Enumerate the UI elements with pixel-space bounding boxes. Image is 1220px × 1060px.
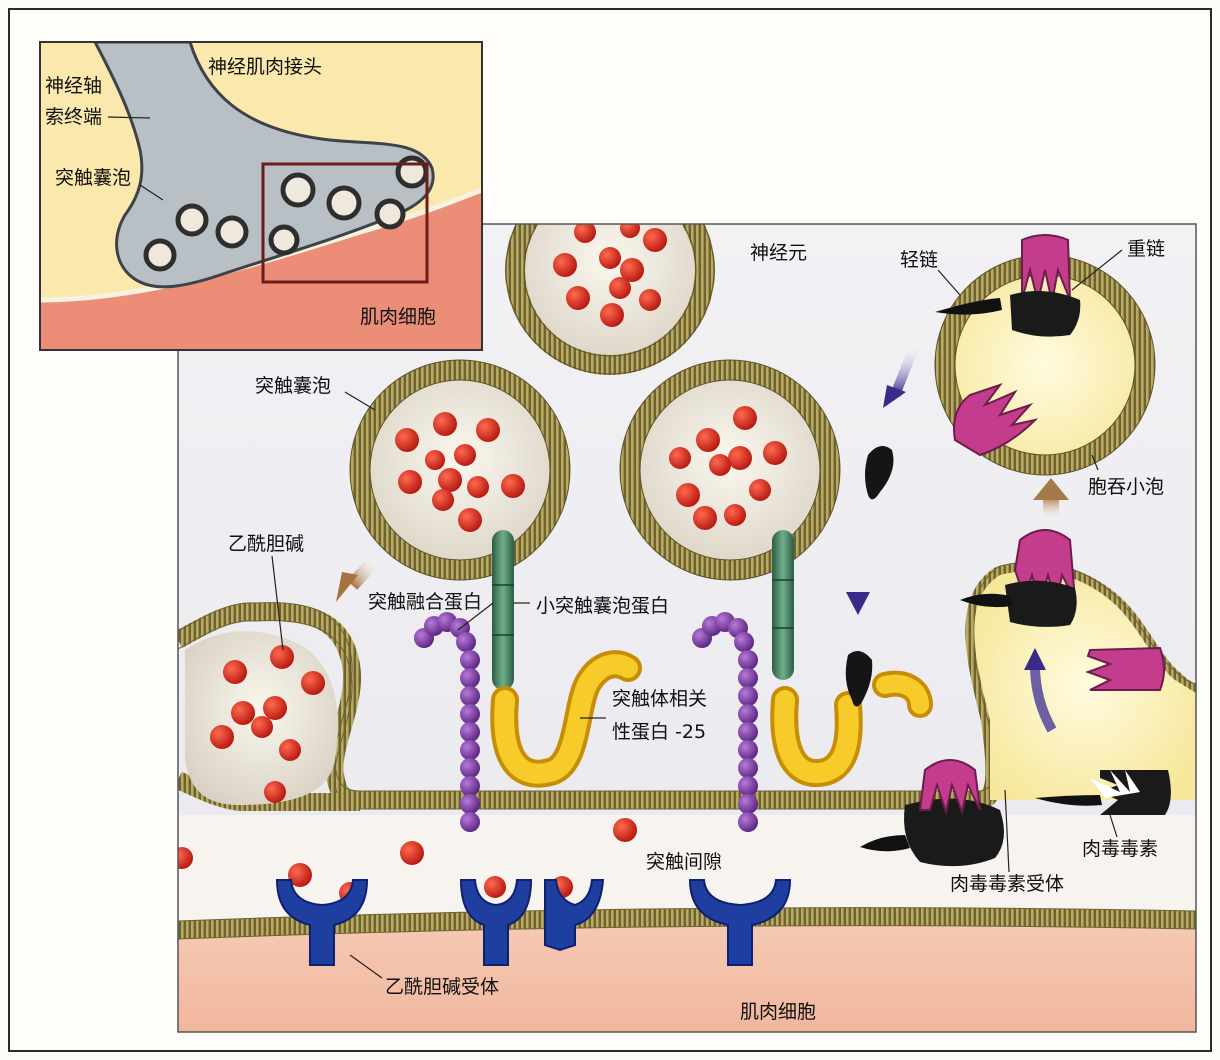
- label-toxin-receptor: 肉毒毒素受体: [950, 873, 1064, 895]
- inset-label-muscle-cell: 肌肉细胞: [360, 306, 436, 328]
- label-synaptic-cleft: 突触间隙: [646, 851, 722, 873]
- syntaxin-bead: [738, 776, 758, 796]
- syntaxin-bead: [738, 704, 758, 724]
- syntaxin-bead: [738, 812, 758, 832]
- syntaxin-bead: [460, 722, 480, 742]
- syntaxin-bead: [460, 686, 480, 706]
- inset-label-axon-1: 神经轴: [45, 75, 102, 97]
- inset-title: 神经肌肉接头: [208, 56, 322, 78]
- synaptobrevin-right: [772, 530, 794, 680]
- syntaxin-bead: [738, 758, 758, 778]
- inset-label-vesicle: 突触囊泡: [55, 167, 131, 189]
- inset-label-axon-2: 索终端: [45, 106, 102, 128]
- syntaxin-bead: [738, 794, 758, 814]
- syntaxin-bead: [738, 740, 758, 760]
- syntaxin-bead: [460, 776, 480, 796]
- label-snap25-line2: 性蛋白 -25: [612, 721, 706, 743]
- label-acetylcholine: 乙酰胆碱: [228, 533, 304, 555]
- label-neuron: 神经元: [750, 242, 807, 264]
- label-botulinum-toxin: 肉毒毒素: [1082, 838, 1158, 860]
- syntaxin-bead: [460, 740, 480, 760]
- label-endocytic-vesicle: 胞吞小泡: [1088, 476, 1164, 498]
- syntaxin-bead: [734, 632, 754, 652]
- synaptic-vesicle-left: [350, 360, 570, 580]
- synaptic-vesicle-right: [620, 360, 840, 580]
- inset-panel: 神经肌肉接头 神经轴 索终端 突触囊泡 肌肉细胞: [40, 42, 482, 350]
- syntaxin-bead: [456, 632, 476, 652]
- syntaxin-bead: [738, 668, 758, 688]
- label-light-chain: 轻链: [900, 249, 938, 271]
- synaptobrevin-left: [492, 530, 514, 690]
- syntaxin-bead: [460, 794, 480, 814]
- syntaxin-bead: [460, 704, 480, 724]
- syntaxin-bead: [460, 812, 480, 832]
- syntaxin-bead: [460, 668, 480, 688]
- label-heavy-chain: 重链: [1127, 238, 1165, 260]
- synaptic-vesicle-top: [506, 166, 714, 374]
- label-synaptic-vesicle: 突触囊泡: [255, 375, 331, 397]
- syntaxin-bead: [738, 686, 758, 706]
- label-ach-receptor: 乙酰胆碱受体: [385, 976, 499, 998]
- label-syntaxin: 突触融合蛋白: [368, 591, 482, 613]
- syntaxin-bead: [460, 650, 480, 670]
- syntaxin-bead: [460, 758, 480, 778]
- label-snap25-line1: 突触体相关: [612, 688, 707, 710]
- syntaxin-bead: [738, 650, 758, 670]
- label-muscle-cell-main: 肌肉细胞: [740, 1001, 816, 1023]
- syntaxin-bead: [738, 722, 758, 742]
- label-synaptobrevin: 小突触囊泡蛋白: [536, 595, 669, 617]
